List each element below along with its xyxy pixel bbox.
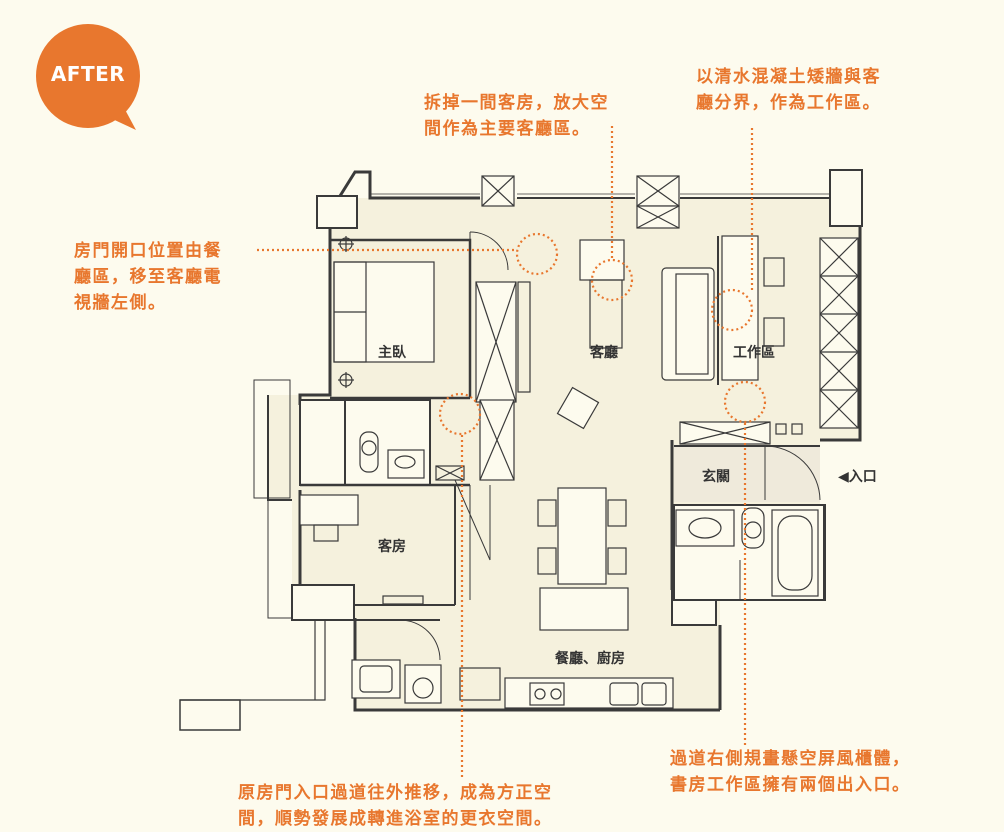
room-label-guest-room: 客房 <box>378 539 406 555</box>
annotation-left: 房門開口位置由餐 廳區，移至客廳電 視牆左側。 <box>74 238 222 316</box>
annotation-bottom-right: 過道右側規畫懸空屏風櫃體， 書房工作區擁有兩個出入口。 <box>670 746 911 798</box>
foyer-floor <box>674 446 820 502</box>
triangle-left-icon: ◀ <box>838 469 849 485</box>
entrance-text: 入口 <box>848 469 877 485</box>
tv-console <box>589 279 623 349</box>
dining-table <box>557 487 607 585</box>
marker-circle-door <box>515 232 559 276</box>
room-label-dining-kitchen: 餐廳、廚房 <box>555 651 625 667</box>
annotation-bottom-left: 原房門入口過道往外推移，成為方正空 間，順勢發展成轉進浴室的更衣空間。 <box>238 780 553 832</box>
annotation-line: 廳分界，作為工作區。 <box>696 93 881 113</box>
coffee-table <box>556 386 600 430</box>
washer <box>404 664 442 704</box>
outer-wall <box>318 170 480 229</box>
bay-window-left <box>253 379 291 499</box>
annotation-line: 間作為主要客廳區。 <box>424 119 591 139</box>
bathtub <box>771 509 819 597</box>
annotation-line: 拆掉一間客房，放大空 <box>424 93 609 113</box>
marker-circle-screen <box>723 380 767 424</box>
bathroom-2 <box>673 504 825 601</box>
armchair <box>579 239 625 281</box>
annotation-line: 原房門入口過道往外推移，成為方正空 <box>238 783 553 803</box>
annotation-line: 以清水混凝土矮牆與客 <box>696 67 881 87</box>
sofa <box>661 267 715 381</box>
marker-circle-work <box>710 288 754 332</box>
annotation-top-middle: 拆掉一間客房，放大空 間作為主要客廳區。 <box>424 90 609 142</box>
annotation-line: 視牆左側。 <box>74 293 167 313</box>
entrance-label: ◀入口 <box>838 466 877 486</box>
column-top-right <box>829 169 863 227</box>
desk <box>299 494 359 526</box>
room-label-master-bedroom: 主臥 <box>378 345 406 361</box>
room-label-living-room: 客廳 <box>590 345 618 361</box>
marker-circle-living <box>590 258 634 302</box>
annotation-line: 廳區，移至客廳電 <box>74 267 222 287</box>
after-badge: AFTER <box>28 24 148 134</box>
room-label-work-area: 工作區 <box>733 345 775 361</box>
annotation-line: 書房工作區擁有兩個出入口。 <box>670 775 911 795</box>
kitchen-island <box>539 587 629 631</box>
speech-bubble-icon <box>36 24 140 130</box>
annotation-line: 過道右側規畫懸空屏風櫃體， <box>670 749 911 769</box>
annotation-line: 間，順勢發展成轉進浴室的更衣空間。 <box>238 809 553 829</box>
annotation-top-right: 以清水混凝土矮牆與客 廳分界，作為工作區。 <box>696 64 881 116</box>
marker-circle-passage <box>438 392 482 436</box>
column-top-left <box>316 195 358 229</box>
annotation-line: 房門開口位置由餐 <box>74 241 222 261</box>
badge-label: AFTER <box>50 62 126 86</box>
room-label-foyer: 玄關 <box>702 469 730 485</box>
column-left <box>291 584 355 621</box>
